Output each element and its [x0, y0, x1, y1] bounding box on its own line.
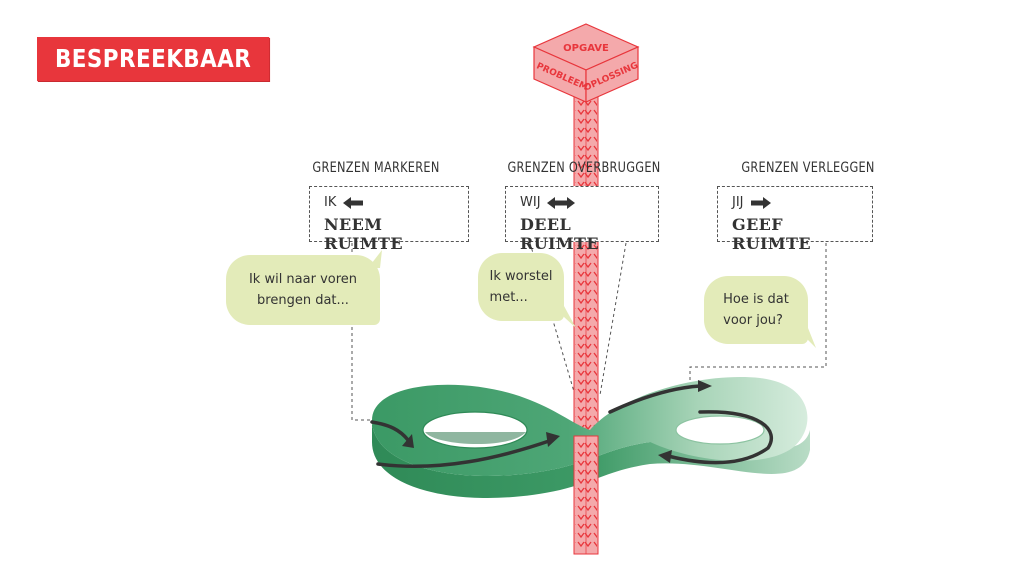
double-arrow-icon — [546, 197, 575, 209]
flow-arrows — [370, 380, 774, 469]
action-deel-ruimte: DEEL RUIMTE — [520, 215, 599, 253]
speech-bubble-right: Hoe is dat voor jou? — [704, 276, 808, 344]
action-geef-ruimte: GEEF RUIMTE — [732, 215, 811, 253]
bubble-text-line: Ik wil naar voren — [248, 272, 358, 287]
box-pronoun-row: WIJ — [520, 194, 646, 212]
box-geef-ruimte: JIJ GEEF RUIMTE — [717, 186, 873, 253]
bubble-tail-middle — [552, 306, 576, 328]
speech-bubble-left: Ik wil naar voren brengen dat... — [226, 255, 380, 325]
bubble-text-line: Hoe is dat — [723, 292, 789, 307]
box-deel-ruimte: WIJ DEEL RUIMTE — [505, 186, 659, 253]
pronoun-ik: IK — [324, 195, 337, 210]
box-neem-ruimte: IK NEEM RUIMTE — [309, 186, 469, 253]
heading-grenzen-verleggen: GRENZEN VERLEGGEN — [741, 160, 875, 176]
box-pronoun-row: IK — [324, 194, 456, 212]
pillar-cube-right — [585, 46, 639, 103]
heading-grenzen-markeren: GRENZEN MARKEREN — [312, 160, 440, 176]
page-title: BESPREEKBAAR MAKEN — [37, 37, 270, 117]
bubble-text-line: brengen dat... — [257, 293, 349, 308]
pillar-front — [573, 435, 599, 555]
heading-grenzen-overbruggen: GRENZEN OVERBRUGGEN — [507, 160, 661, 176]
pronoun-wij: WIJ — [520, 195, 541, 210]
speech-bubble-middle: Ik worstel met... — [478, 253, 564, 321]
bubble-text-line: met... — [489, 290, 528, 305]
flow-arrow-2 — [376, 438, 554, 469]
bubble-text-line: voor jou? — [723, 313, 783, 328]
bubble-text-line: Ik worstel — [489, 269, 553, 284]
flow-arrow-4 — [666, 410, 774, 465]
flow-arrow-1 — [370, 420, 410, 442]
right-arrow-icon — [750, 197, 771, 209]
connector-mid-right — [599, 242, 627, 396]
pronoun-jij: JIJ — [732, 195, 744, 210]
left-arrow-icon — [343, 197, 364, 209]
connector-right — [689, 243, 827, 381]
pillar-top-label: OPGAVE — [563, 43, 609, 54]
bubble-tail-left — [368, 250, 382, 268]
bubble-tail-right — [796, 328, 816, 348]
action-neem-ruimte: NEEM RUIMTE — [324, 215, 403, 253]
box-pronoun-row: JIJ — [732, 194, 860, 212]
loop-top — [372, 377, 808, 477]
loop-hole-right — [675, 415, 765, 445]
flow-arrow-3 — [608, 384, 702, 414]
